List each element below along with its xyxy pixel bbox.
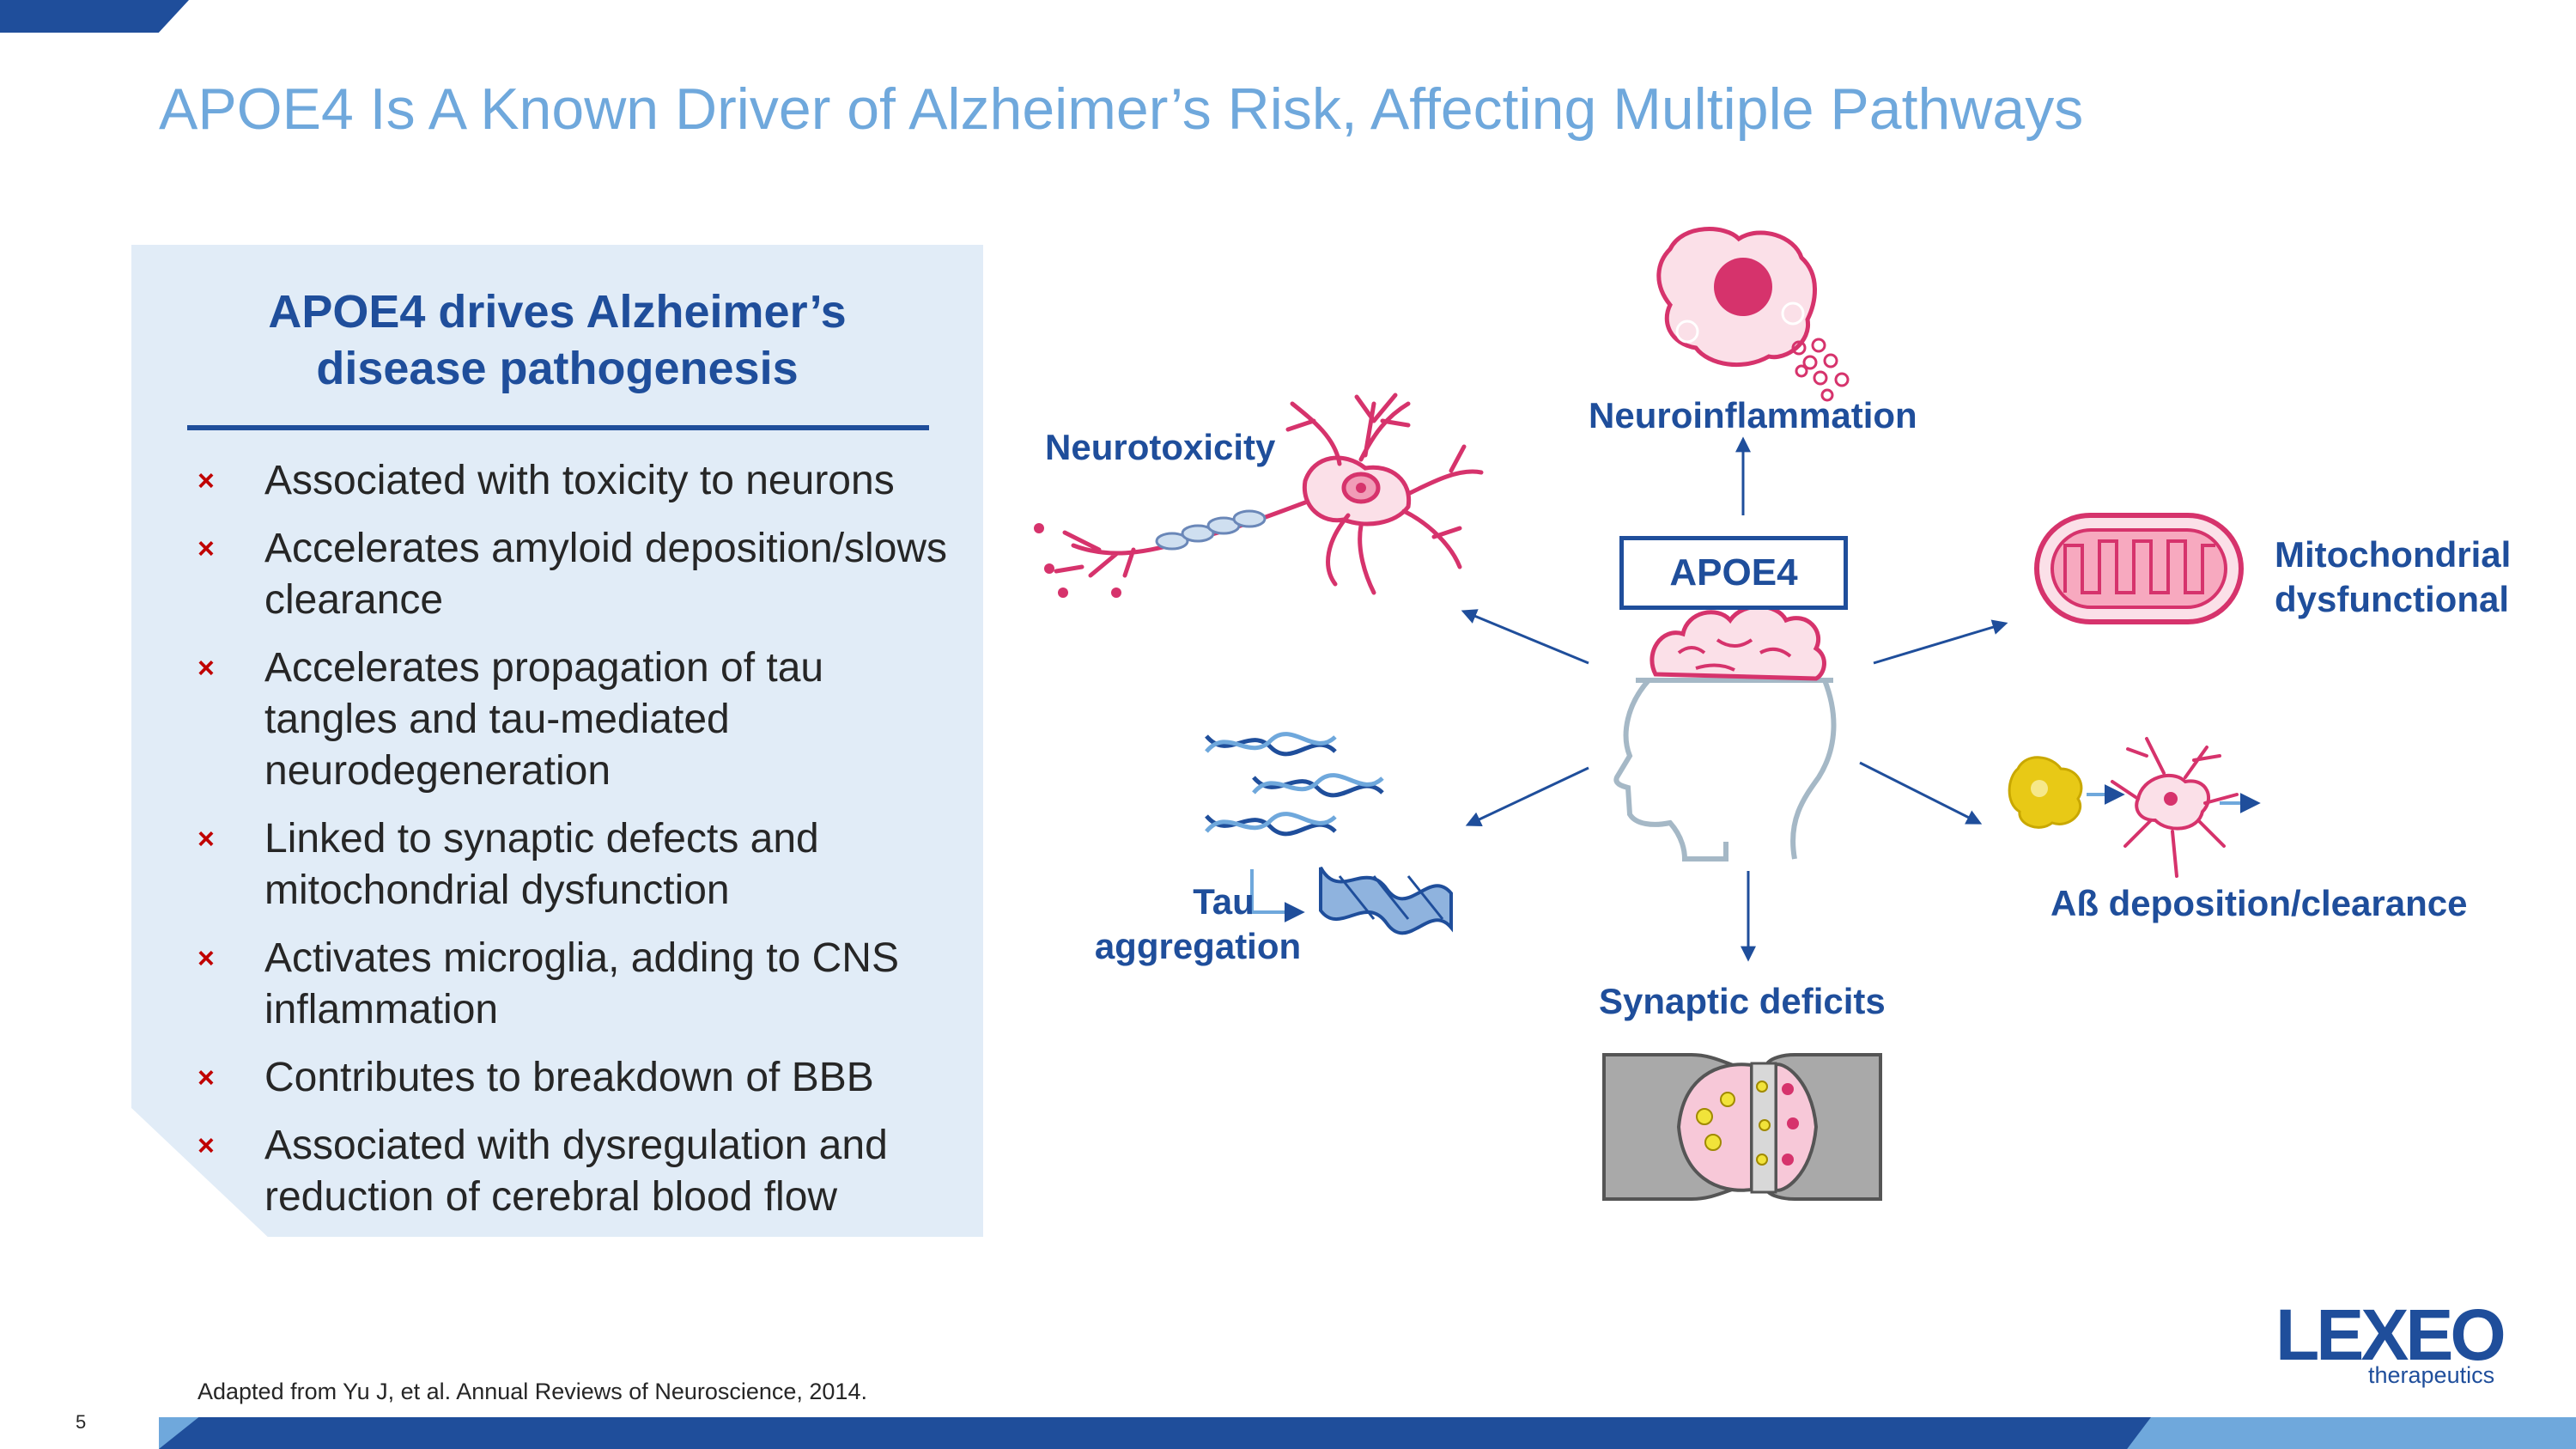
dna-tau-icon xyxy=(1205,732,1453,935)
x-marker-icon: × xyxy=(197,533,215,565)
panel-heading-line2: disease pathogenesis xyxy=(316,343,799,394)
top-accent-bar xyxy=(0,0,189,33)
bullet-text: Accelerates propagation of tau tangles a… xyxy=(264,645,824,794)
label-tau: Tau aggregation xyxy=(1091,880,1305,969)
tau-arrow-icon xyxy=(1250,869,1305,922)
lexeo-logo: LEXEO therapeutics xyxy=(2275,1299,2507,1393)
summary-panel xyxy=(131,245,983,1237)
neuron-terminal-dots xyxy=(1034,523,1121,598)
arrow-tau xyxy=(1465,766,1589,827)
footer-bar-dark xyxy=(159,1417,2151,1449)
bullet-text: Contributes to breakdown of BBB xyxy=(264,1055,874,1100)
x-marker-icon: × xyxy=(197,1062,215,1094)
arrow-mitochondrial xyxy=(1873,619,2008,665)
bullet-list: × Associated with toxicity to neurons × Ac… xyxy=(197,455,953,1239)
apoe4-center-box: APOE4 xyxy=(1619,536,1848,610)
bullet-item: × Accelerates propagation of tau tangles … xyxy=(197,642,953,797)
bullet-item: × Linked to synaptic defects and mitochon… xyxy=(197,813,953,916)
microglia-icon xyxy=(1656,227,1850,402)
arrow-neurotoxicity xyxy=(1461,609,1589,665)
label-abeta: Aß deposition/clearance xyxy=(2050,883,2468,923)
bullet-item: × Accelerates amyloid deposition/slows cl… xyxy=(197,523,953,626)
label-mitochondrial-line2: dysfunctional xyxy=(2275,579,2510,619)
amyloid-neuron-icon xyxy=(2008,737,2261,878)
bullet-item: × Associated with toxicity to neurons xyxy=(197,455,953,507)
x-marker-icon: × xyxy=(197,942,215,975)
synapse-icon xyxy=(1602,1053,1882,1201)
label-neurotoxicity: Neurotoxicity xyxy=(1045,427,1276,467)
head-brain-icon xyxy=(1613,604,1837,861)
bullet-item: × Associated with dysregulation and reduc… xyxy=(197,1120,953,1223)
label-tau-line2: aggregation xyxy=(1094,926,1302,966)
axon-myelin-icon xyxy=(1155,509,1267,551)
panel-heading-line1: APOE4 drives Alzheimer’s xyxy=(268,286,847,338)
panel-divider xyxy=(187,425,929,430)
x-marker-icon: × xyxy=(197,465,215,497)
page-title: APOE4 Is A Known Driver of Alzheimer’s R… xyxy=(159,76,2084,142)
bullet-item: × Contributes to breakdown of BBB xyxy=(197,1052,953,1104)
label-neuroinflammation: Neuroinflammation xyxy=(1589,395,1917,435)
label-synaptic: Synaptic deficits xyxy=(1599,981,1886,1021)
bullet-text: Associated with dysregulation and reduct… xyxy=(264,1123,888,1220)
page-number: 5 xyxy=(76,1411,87,1433)
x-marker-icon: × xyxy=(197,1129,215,1162)
panel-heading: APOE4 drives Alzheimer’s disease pathoge… xyxy=(131,283,983,397)
arrow-abeta xyxy=(1859,761,1983,825)
label-tau-line1: Tau xyxy=(1193,881,1255,922)
bullet-text: Activates microglia, adding to CNS infla… xyxy=(264,935,899,1032)
pathway-arrows xyxy=(1461,436,2008,962)
bullet-text: Accelerates amyloid deposition/slows cle… xyxy=(264,526,948,623)
bullet-item: × Activates microglia, adding to CNS infl… xyxy=(197,933,953,1036)
label-mitochondrial-line1: Mitochondrial xyxy=(2275,534,2512,575)
mitochondrion-icon xyxy=(2034,513,2244,624)
logo-wordmark: LEXEO xyxy=(2275,1294,2506,1375)
logo-subtitle: therapeutics xyxy=(2368,1362,2495,1388)
neuron-icon xyxy=(1054,393,1484,595)
label-mitochondrial: Mitochondrial dysfunctional xyxy=(2275,533,2511,622)
x-marker-icon: × xyxy=(197,823,215,855)
bullet-text: Linked to synaptic defects and mitochond… xyxy=(264,816,819,913)
x-marker-icon: × xyxy=(197,652,215,685)
footnote: Adapted from Yu J, et al. Annual Reviews… xyxy=(197,1379,867,1404)
bullet-text: Associated with toxicity to neurons xyxy=(264,458,895,503)
